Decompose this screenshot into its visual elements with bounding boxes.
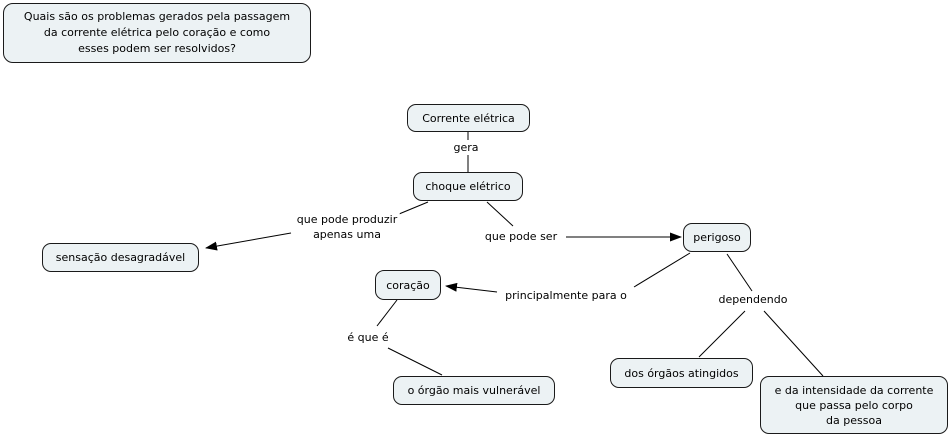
edge-produzir-to-sensacao <box>205 232 292 251</box>
linking-phrase-dependendo[interactable]: dependendo <box>715 292 791 307</box>
concept-dos-orgaos-atingidos[interactable]: dos órgãos atingidos <box>610 358 753 388</box>
concept-coracao[interactable]: coração <box>375 270 441 300</box>
edge-choque-to-podeser-label <box>486 201 514 227</box>
linking-phrase-que-pode-ser[interactable]: que pode ser <box>481 229 561 244</box>
concept-sensacao-desagradavel[interactable]: sensação desagradável <box>42 243 199 272</box>
edge-coracao-to-equee-label <box>376 299 398 327</box>
edge-choque-to-produzir-label <box>398 201 429 215</box>
linking-phrase-que-pode-produzir[interactable]: que pode produzir apenas uma <box>293 212 401 242</box>
linking-phrase-principalmente-para-o[interactable]: principalmente para o <box>502 288 630 303</box>
edge-dependendo-to-intensidade <box>763 310 824 377</box>
edge-equee-to-vulneravel <box>387 347 443 376</box>
concept-question[interactable]: Quais são os problemas gerados pela pass… <box>3 3 311 63</box>
edge-perigoso-to-principalmente-label <box>633 252 691 288</box>
concept-orgao-mais-vulneravel[interactable]: o órgão mais vulnerável <box>393 376 555 405</box>
edge-principalmente-to-coracao <box>445 282 498 293</box>
edge-dependendo-to-atingidos <box>698 310 746 358</box>
linking-phrase-e-que-e[interactable]: é que é <box>344 330 392 345</box>
concept-intensidade-corrente[interactable]: e da intensidade da corrente que passa p… <box>760 376 948 434</box>
concept-perigoso[interactable]: perigoso <box>683 223 751 252</box>
concept-corrente-eletrica[interactable]: Corrente elétrica <box>407 104 530 132</box>
linking-phrase-gera[interactable]: gera <box>450 140 482 155</box>
edge-perigoso-to-dependendo-label <box>726 253 753 292</box>
concept-choque-eletrico[interactable]: choque elétrico <box>413 172 523 201</box>
